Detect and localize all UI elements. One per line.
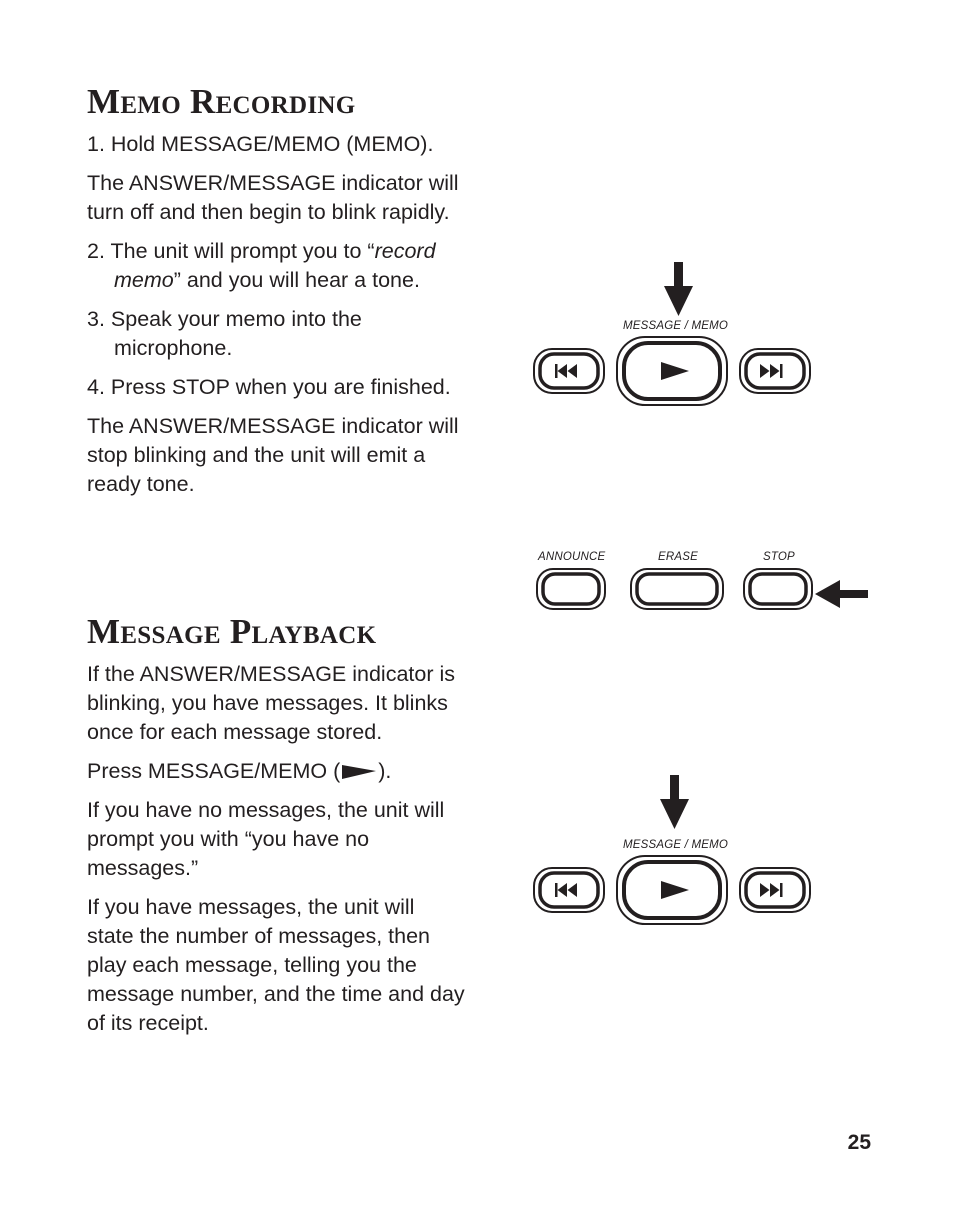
announce-label: ANNOUNCE: [538, 551, 606, 563]
message-memo-label-top: MESSAGE / MEMO: [623, 320, 729, 332]
skip-forward-button: [739, 348, 811, 394]
playback-para-1: If the ANSWER/MESSAGE indicator is blink…: [87, 662, 456, 744]
skip-back-button: [533, 348, 605, 394]
stop-label: STOP: [763, 551, 795, 563]
message-memo-label-bottom: MESSAGE / MEMO: [623, 839, 729, 851]
message-playback-section: Message Playback If the ANSWER/MESSAGE i…: [87, 612, 467, 1038]
skip-back-button: [533, 867, 605, 913]
play-icon: [661, 881, 689, 899]
erase-button: [630, 568, 724, 610]
skip-forward-icon: [760, 364, 783, 378]
erase-label: ERASE: [658, 551, 698, 563]
playback-press-line: Press MESSAGE/MEMO ().: [87, 759, 392, 783]
playback-para-2: If you have no messages, the unit will p…: [87, 798, 445, 880]
left-arrow-icon: [815, 580, 868, 608]
skip-back-icon: [555, 364, 577, 378]
step-1: 1. Hold MESSAGE/MEMO (MEMO).: [87, 132, 434, 156]
message-playback-heading: Message Playback: [87, 612, 377, 651]
play-button: [616, 855, 728, 925]
down-arrow-icon: [664, 262, 693, 316]
step-2: 2. The unit will prompt you to “record m…: [87, 239, 436, 292]
memo-para-1: The ANSWER/MESSAGE indicator will turn o…: [87, 171, 459, 224]
skip-forward-icon: [760, 883, 783, 897]
down-arrow-icon: [660, 775, 689, 829]
play-icon: [661, 362, 689, 380]
skip-back-icon: [555, 883, 577, 897]
page-number: 25: [847, 1131, 871, 1154]
step-4: 4. Press STOP when you are finished.: [87, 375, 451, 399]
announce-button: [536, 568, 606, 610]
memo-recording-section: Memo Recording 1. Hold MESSAGE/MEMO (MEM…: [87, 82, 477, 499]
stop-button: [743, 568, 813, 610]
playback-para-3: If you have messages, the unit will stat…: [87, 895, 465, 1035]
record-memo-prompt: record memo: [114, 239, 436, 292]
step-3: 3. Speak your memo into the microphone.: [87, 307, 362, 360]
memo-para-2: The ANSWER/MESSAGE indicator will stop b…: [87, 414, 459, 496]
play-icon: [342, 765, 377, 779]
memo-recording-heading: Memo Recording: [87, 82, 356, 121]
skip-forward-button: [739, 867, 811, 913]
play-button: [616, 336, 728, 406]
